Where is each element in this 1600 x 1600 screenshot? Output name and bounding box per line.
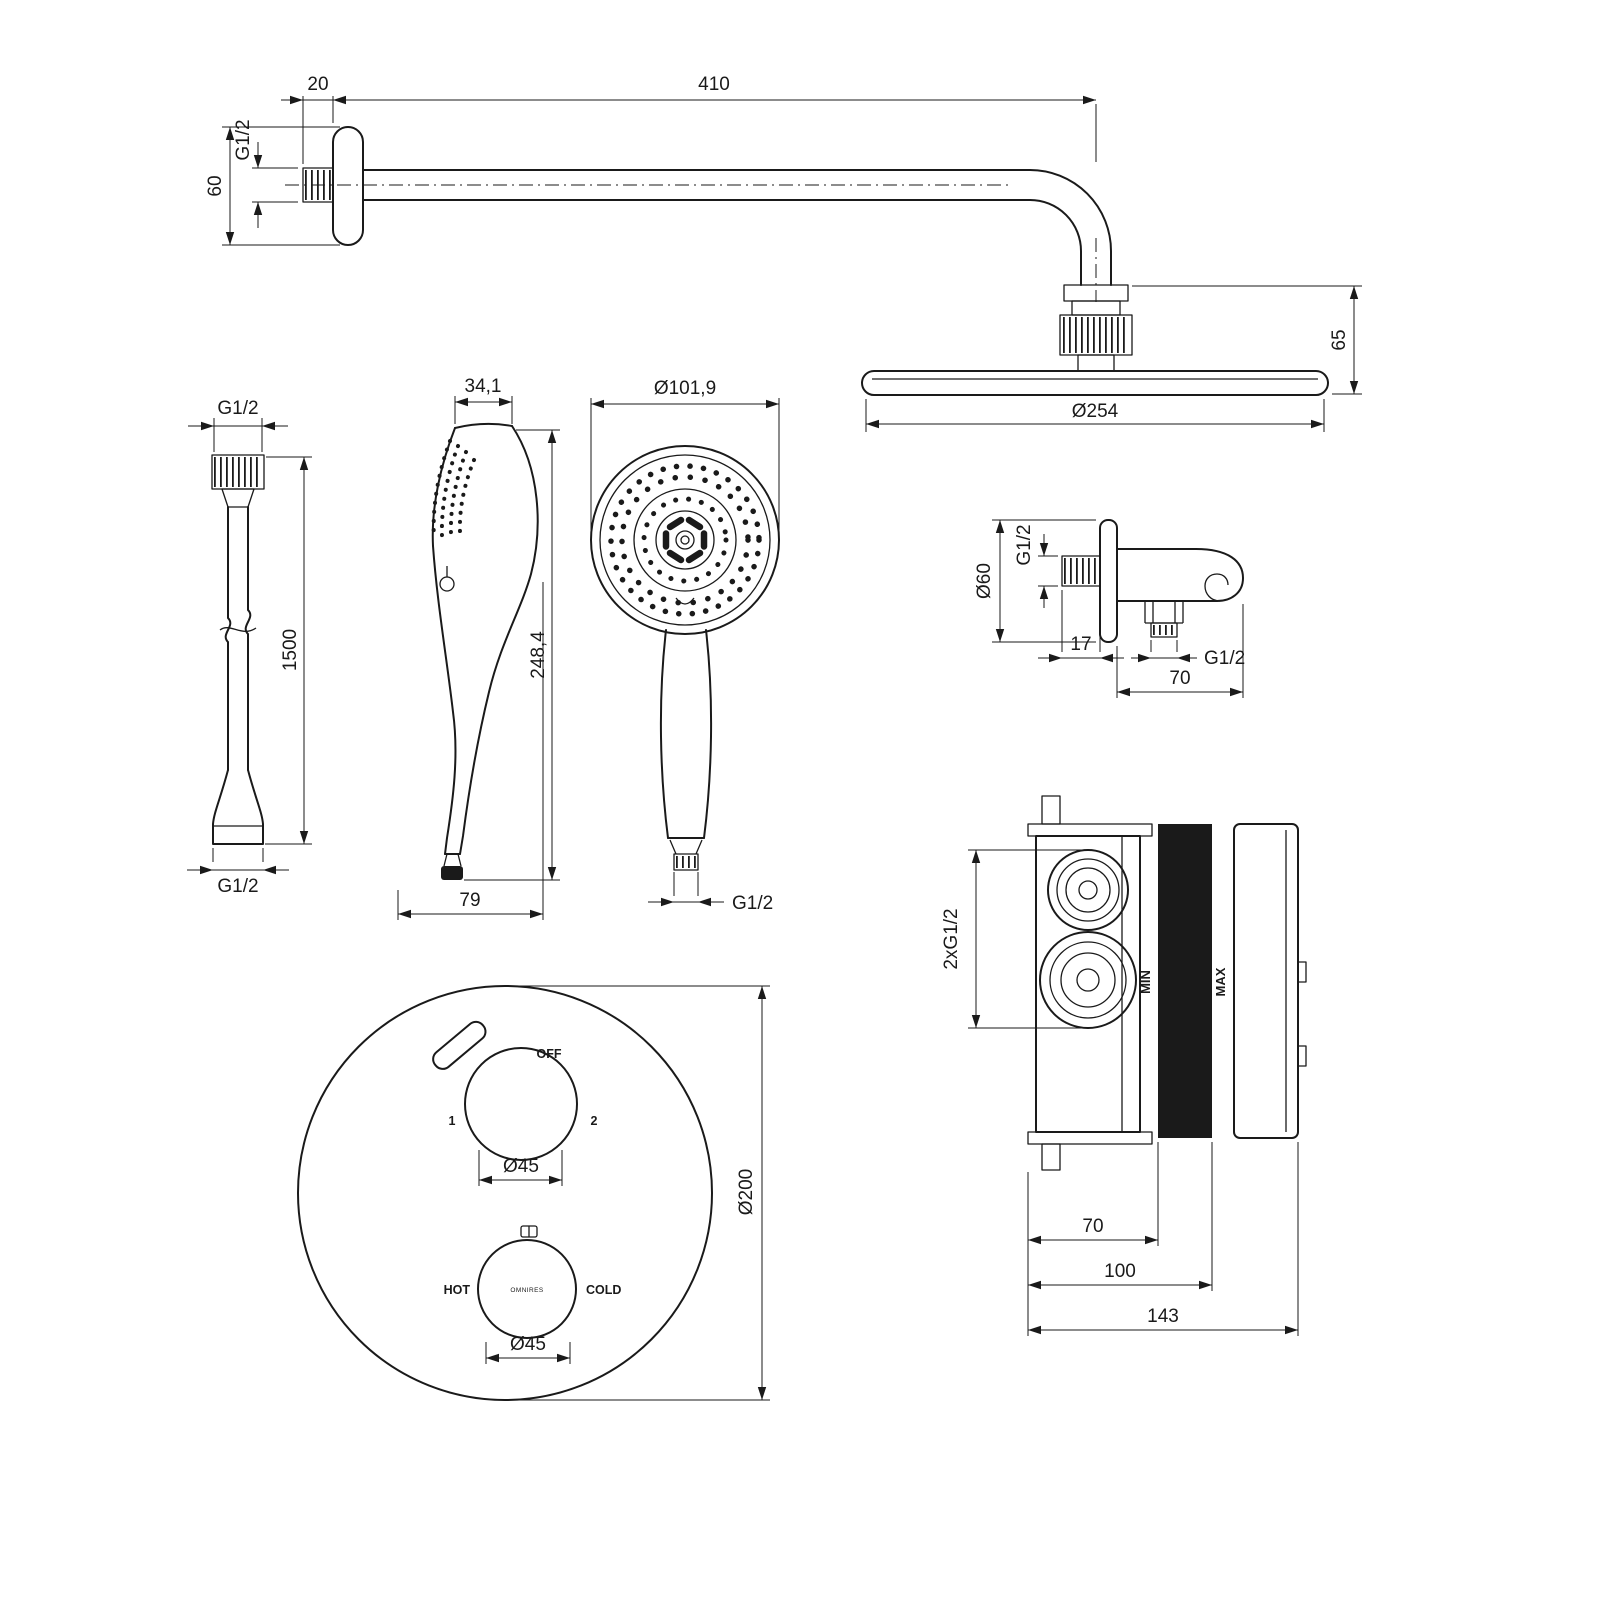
dim-temperature-knob-dia: Ø45 bbox=[510, 1334, 546, 1355]
label-position-2: 2 bbox=[591, 1114, 598, 1128]
dim-head-dia: Ø254 bbox=[1072, 401, 1119, 422]
label-off: OFF bbox=[537, 1047, 562, 1061]
rain-shower-head bbox=[861, 370, 1329, 396]
dim-valve-threads: 2xG1/2 bbox=[941, 908, 962, 969]
elbow-outlet bbox=[1144, 601, 1184, 624]
hose-bottom-fitting bbox=[212, 769, 264, 845]
dim-elbow-wall-thread: G1/2 bbox=[1014, 524, 1035, 565]
knob-brand-text: OMNIRES bbox=[510, 1287, 543, 1294]
elbow-wall-plate bbox=[1099, 519, 1118, 643]
trim-plate-circle bbox=[297, 985, 713, 1401]
valve-upper-cartridge bbox=[1047, 849, 1129, 931]
dim-handshower-height: 248,4 bbox=[528, 631, 549, 679]
label-cold: COLD bbox=[586, 1283, 621, 1297]
dim-arm-flange-height: 60 bbox=[205, 175, 226, 196]
head-connector bbox=[1059, 284, 1133, 372]
handshower-face bbox=[590, 445, 780, 635]
valve-depth-band bbox=[1158, 824, 1212, 1138]
dim-hose-thread-bottom: G1/2 bbox=[217, 876, 258, 897]
dim-handshower-head-dia: Ø101,9 bbox=[654, 378, 716, 399]
arm-wall-flange bbox=[332, 126, 364, 246]
shower-hose: G1/2 1500 G1/2 bbox=[187, 398, 312, 897]
dim-head-height: 65 bbox=[1329, 329, 1350, 350]
concealed-valve: MIN MAX 2xG1/2 70 100 143 bbox=[941, 795, 1307, 1336]
dim-elbow-outlet-thread: G1/2 bbox=[1204, 648, 1245, 669]
dim-arm-offset: 20 bbox=[307, 74, 328, 95]
dim-valve-70: 70 bbox=[1082, 1216, 1103, 1237]
dim-handshower-bottom-width: 79 bbox=[459, 890, 480, 911]
dim-valve-100: 100 bbox=[1104, 1261, 1136, 1282]
dim-diverter-knob-dia: Ø45 bbox=[503, 1156, 539, 1177]
pause-button-tab bbox=[675, 597, 695, 605]
valve-body bbox=[1035, 835, 1141, 1133]
dim-valve-143: 143 bbox=[1147, 1306, 1179, 1327]
label-position-1: 1 bbox=[449, 1114, 456, 1128]
temperature-knob bbox=[477, 1239, 577, 1339]
dim-arm-thread: G1/2 bbox=[233, 119, 254, 160]
handshower-thread-tip bbox=[673, 853, 699, 871]
wall-elbow-holder: Ø60 G1/2 17 G1/2 70 bbox=[974, 519, 1245, 698]
valve-max-label: MAX bbox=[1213, 967, 1228, 996]
diverter-knob bbox=[464, 1047, 578, 1161]
valve-lower-cartridge bbox=[1039, 931, 1137, 1029]
elbow-wall-thread bbox=[1061, 555, 1101, 587]
dim-elbow-depth: 17 bbox=[1070, 634, 1091, 655]
elbow-body bbox=[1116, 548, 1244, 602]
dim-handshower-top-width: 34,1 bbox=[465, 376, 502, 397]
shower-arm-and-head: 20 410 G1/2 60 65 Ø254 bbox=[205, 74, 1362, 432]
thermostat-trim-plate: OFF 1 2 Ø45 OMNIRES HOT COLD Ø45 Ø200 bbox=[297, 985, 770, 1401]
diverter-lever bbox=[432, 1020, 487, 1070]
valve-min-label: MIN bbox=[1138, 970, 1153, 994]
hand-shower-side-view: 34,1 248,4 79 bbox=[397, 376, 560, 920]
dim-handshower-thread: G1/2 bbox=[732, 893, 773, 914]
hand-shower-front-view: Ø101,9 G1/2 bbox=[590, 378, 780, 914]
dim-hose-thread-top: G1/2 bbox=[217, 398, 258, 419]
dim-hose-length: 1500 bbox=[280, 629, 301, 671]
dim-trim-plate-dia: Ø200 bbox=[736, 1169, 757, 1215]
valve-bottom-tab bbox=[1041, 1143, 1061, 1171]
handle-nozzle-tip bbox=[441, 866, 463, 880]
dim-elbow-plate-dia: Ø60 bbox=[974, 563, 995, 599]
valve-top-tab bbox=[1041, 795, 1061, 825]
spray-mode-tab bbox=[439, 576, 455, 592]
valve-rear-housing bbox=[1233, 823, 1299, 1139]
label-hot: HOT bbox=[444, 1283, 471, 1297]
dim-elbow-width: 70 bbox=[1169, 668, 1190, 689]
dim-arm-length: 410 bbox=[698, 74, 730, 95]
